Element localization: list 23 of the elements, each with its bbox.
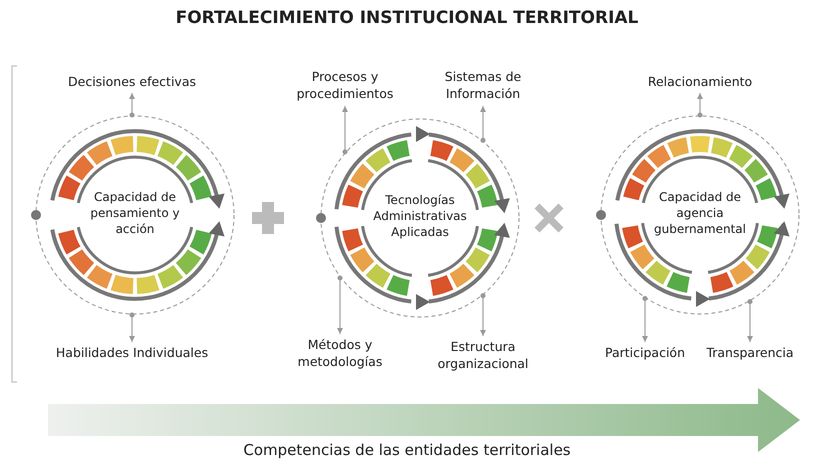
callout-label: Sistemas de Información: [428, 68, 538, 102]
leader-arrow: [342, 106, 348, 154]
leader-arrow: [642, 296, 648, 342]
diagram-caption: Competencias de las entidades territoriales: [242, 441, 572, 459]
callout-label: Procesos y procedimientos: [290, 68, 400, 102]
gauge-label: Capacidad de pensamiento y acción: [89, 189, 181, 237]
leader-arrow: [747, 299, 753, 342]
callout-label: Métodos y metodologías: [285, 336, 395, 370]
callout-label: Relacionamiento: [635, 73, 765, 90]
callout-label: Transparencia: [700, 344, 800, 361]
leader-arrow: [129, 92, 135, 118]
leader-arrow: [697, 92, 703, 118]
callout-label: Habilidades Individuales: [47, 344, 217, 361]
leader-arrow: [337, 276, 343, 334]
leader-arrow: [129, 312, 135, 342]
callout-label: Participación: [595, 344, 695, 361]
callout-label: Estructura organizacional: [423, 338, 543, 372]
callout-label: Decisiones efectivas: [52, 73, 212, 90]
leader-arrow: [480, 293, 486, 336]
leader-arrow: [480, 106, 486, 143]
diagram-title: FORTALECIMIENTO INSTITUCIONAL TERRITORIAL: [174, 8, 640, 28]
gauge-label: Tecnologías Administrativas Aplicadas: [372, 192, 468, 240]
gauge-label: Capacidad de agencia gubernamental: [653, 189, 747, 237]
